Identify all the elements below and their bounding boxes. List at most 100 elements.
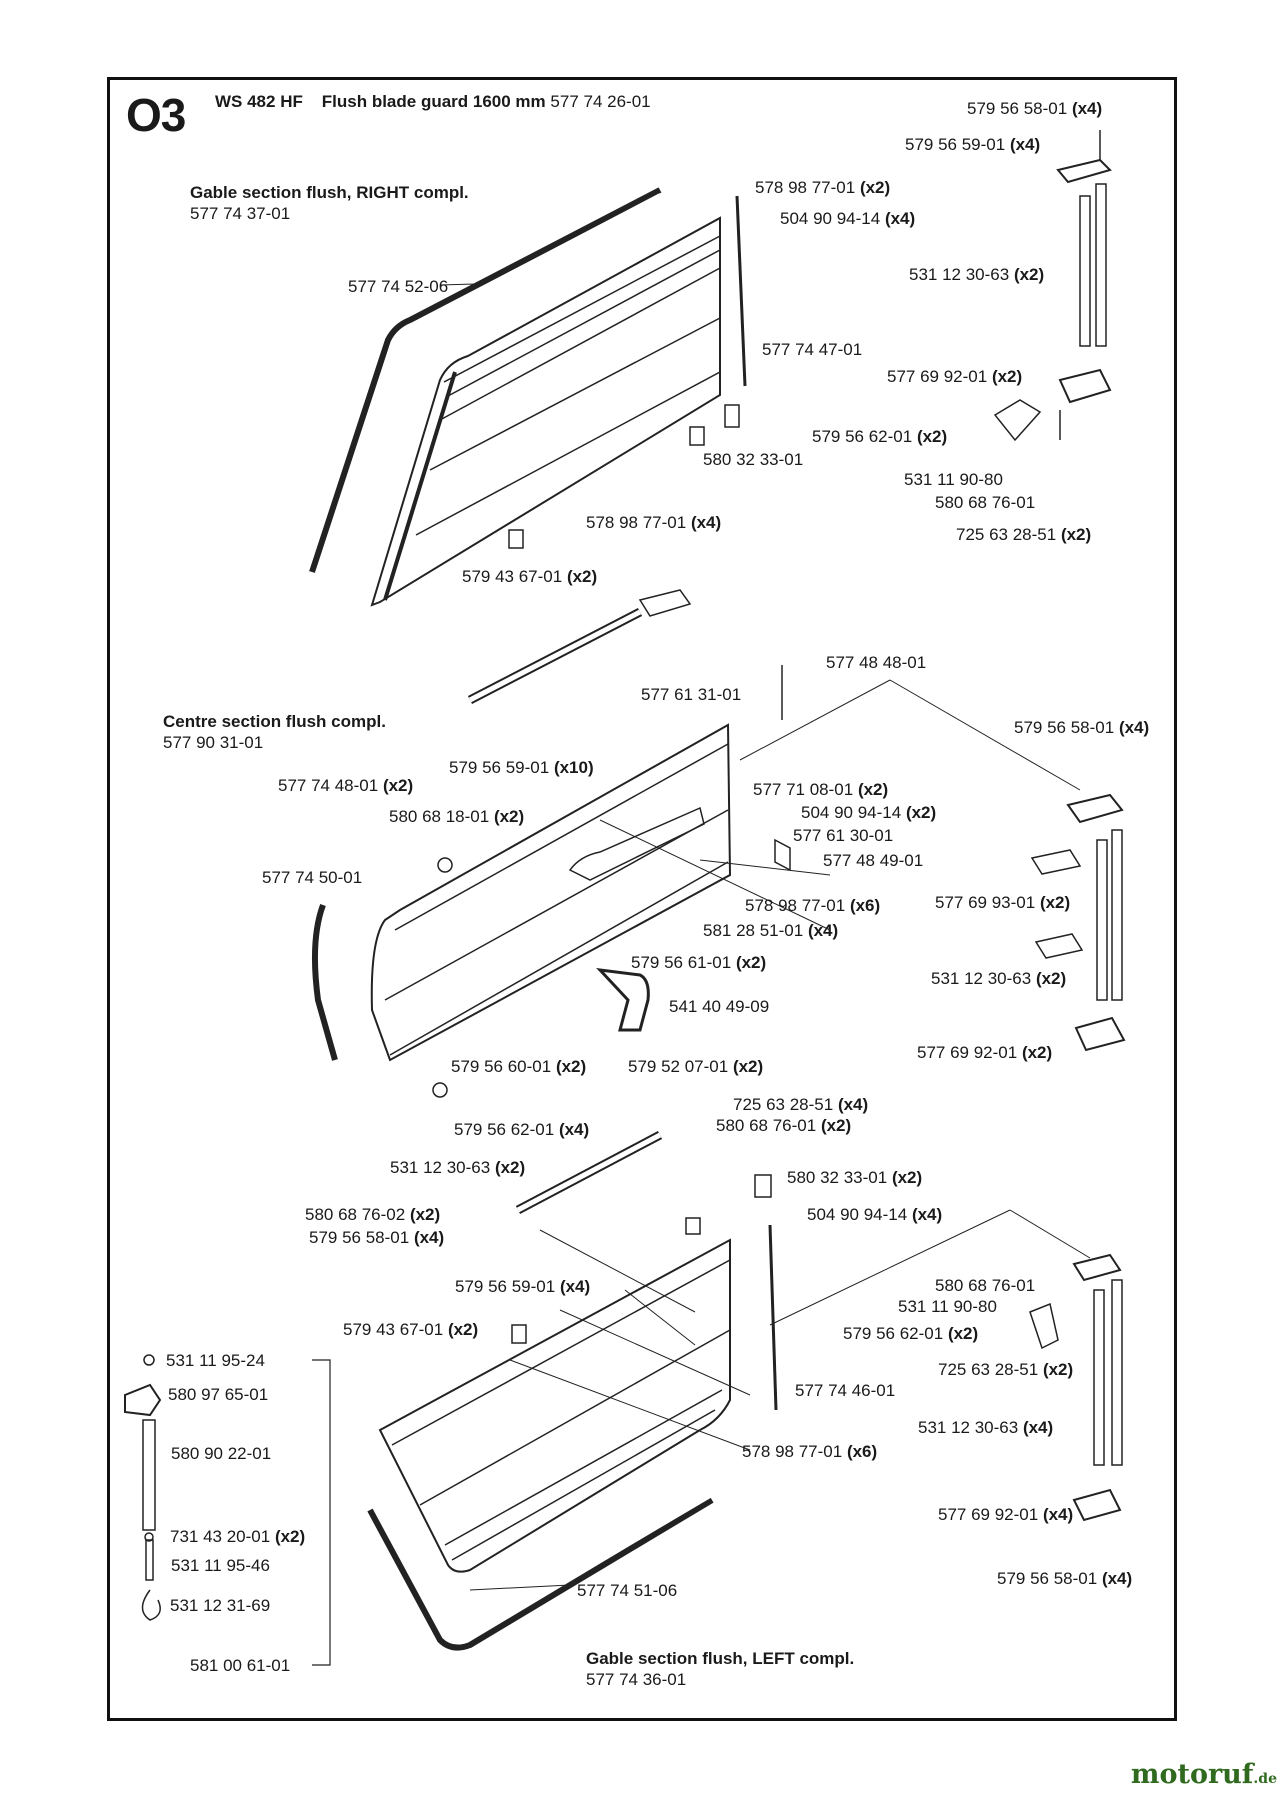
callout-label: 577 69 92-01 (x2): [917, 1043, 1053, 1062]
callout-label: 579 56 58-01 (x4): [997, 1569, 1133, 1588]
callout-label: 579 56 59-01 (x4): [905, 135, 1041, 154]
pin-hook: [141, 1589, 161, 1621]
callout-label: 577 74 51-06: [577, 1581, 678, 1600]
tube-5: [1093, 1289, 1105, 1466]
left-section-title: Gable section flush, LEFT compl. 577 74 …: [586, 1648, 854, 1691]
callout-label: 579 56 59-01 (x4): [455, 1277, 591, 1296]
callout-label: 577 74 47-01: [762, 340, 863, 359]
watermark-logo: motoruf.de: [1130, 1759, 1277, 1790]
right-panel-rib-4: [429, 317, 721, 471]
left-bracket-a: [754, 1174, 772, 1198]
centre-section-part: 577 90 31-01: [163, 733, 264, 753]
callout-label: 578 98 77-01 (x6): [742, 1442, 878, 1461]
callout-label: 577 61 30-01: [793, 826, 894, 845]
centre-bottom-tube-inner: [516, 1132, 662, 1213]
centre-hinge-link: [774, 838, 791, 872]
right-tube-assembly: [993, 130, 1112, 442]
centre-mid-plate-1: [1030, 849, 1082, 875]
right-hinge-link: [993, 399, 1042, 442]
right-panel-frame: [383, 371, 457, 601]
callout-label: 579 56 59-01 (x10): [449, 758, 594, 777]
centre-knob-bottom: [432, 1082, 448, 1098]
centre-panel-rib-1: [394, 743, 729, 931]
centre-edge-strip: [311, 903, 338, 1061]
callout-label: 577 69 93-01 (x2): [935, 893, 1071, 912]
left-panel-rib-3: [444, 1389, 723, 1546]
callout-label: 504 90 94-14 (x4): [807, 1205, 943, 1224]
callout-label: 504 90 94-14 (x2): [801, 803, 937, 822]
callout-label: 504 90 94-14 (x4): [780, 209, 916, 228]
callout-label: 579 52 07-01 (x2): [628, 1057, 764, 1076]
callout-label: 578 98 77-01 (x2): [755, 178, 891, 197]
centre-top-tube-inner: [468, 609, 642, 703]
callout-label: 731 43 20-01 (x2): [170, 1527, 306, 1546]
tube-6: [1111, 1279, 1123, 1466]
right-edge-strip: [309, 187, 662, 573]
callout-label: 531 11 95-46: [171, 1556, 270, 1575]
section-code: O3: [126, 89, 186, 141]
centre-section-name: Centre section flush compl.: [163, 712, 386, 731]
callout-label: 577 74 50-01: [262, 868, 363, 887]
right-hinge-bar: [735, 195, 747, 387]
right-section-title: Gable section flush, RIGHT compl. 577 74…: [190, 182, 469, 225]
left-section-name: Gable section flush, LEFT compl.: [586, 1649, 855, 1668]
centre-panel-rib-2: [384, 809, 729, 1001]
centre-section: [311, 589, 791, 1214]
callout-label: 579 56 62-01 (x4): [454, 1120, 590, 1139]
diagram-header: WS 482 HF Flush blade guard 1600 mm 577 …: [215, 92, 651, 112]
left-edge-strip: [367, 1497, 714, 1651]
tube-1: [1079, 195, 1091, 347]
left-gable-section: [367, 1174, 778, 1651]
assembly-part-number: 577 74 26-01: [550, 92, 651, 111]
left-bracket-c: [685, 1217, 701, 1235]
callout-label: 579 56 58-01 (x4): [1014, 718, 1150, 737]
left-bracket-b: [511, 1324, 527, 1344]
callout-label: 579 43 67-01 (x2): [343, 1320, 479, 1339]
callout-label: 578 98 77-01 (x4): [586, 513, 722, 532]
left-panel-rib-2: [419, 1329, 731, 1506]
pin-tube: [142, 1419, 156, 1531]
callout-label: 531 12 30-63 (x2): [390, 1158, 526, 1177]
centre-bottom-plate: [1074, 1016, 1126, 1052]
centre-mid-plate-2: [1034, 933, 1084, 959]
callout-label: 725 63 28-51 (x4): [733, 1095, 869, 1114]
left-panel-outline: [378, 1238, 731, 1573]
right-panel-outline: [370, 216, 721, 607]
callout-label: 578 98 77-01 (x6): [745, 896, 881, 915]
callout-label: 579 56 60-01 (x2): [451, 1057, 587, 1076]
callout-label: 580 90 22-01: [171, 1444, 272, 1463]
tube-3: [1096, 839, 1108, 1001]
callout-label: 580 97 65-01: [168, 1385, 269, 1404]
callout-label: 577 69 92-01 (x2): [887, 367, 1023, 386]
diagram-frame: [107, 77, 1177, 1721]
left-panel-rib-1: [391, 1259, 731, 1446]
callout-label: 579 56 62-01 (x2): [812, 427, 948, 446]
right-bracket-a: [689, 426, 705, 446]
right-panel-rib-5: [415, 371, 721, 536]
centre-knob-top: [437, 857, 453, 873]
centre-panel-outline: [370, 723, 732, 1062]
model-name: WS 482 HF: [215, 92, 303, 111]
right-panel-rib-3: [439, 267, 721, 421]
callout-label: 580 68 18-01 (x2): [389, 807, 525, 826]
centre-handle: [596, 967, 650, 1032]
left-bottom-plate: [1072, 1488, 1122, 1522]
callout-label: 581 28 51-01 (x4): [703, 921, 839, 940]
right-bracket-b: [724, 404, 740, 428]
callout-label: 531 12 30-63 (x4): [918, 1418, 1054, 1437]
right-bracket-c: [508, 529, 524, 549]
left-hinge-bar: [768, 1224, 778, 1411]
callout-label: 579 56 62-01 (x2): [843, 1324, 979, 1343]
pin-bracket-line: [312, 1359, 331, 1666]
assembly-title: Flush blade guard 1600 mm: [321, 92, 546, 111]
right-section-part: 577 74 37-01: [190, 204, 291, 224]
right-panel-rib-1: [443, 235, 721, 383]
top-hinge-plate: [1056, 158, 1112, 184]
pin-assembly: [124, 1354, 331, 1666]
pin-rod: [145, 1539, 154, 1581]
callout-label: 577 74 46-01: [795, 1381, 896, 1400]
callout-label: 531 11 95-24: [166, 1351, 265, 1370]
callout-label: 531 12 30-63 (x2): [909, 265, 1045, 284]
right-section-name: Gable section flush, RIGHT compl.: [190, 183, 469, 202]
